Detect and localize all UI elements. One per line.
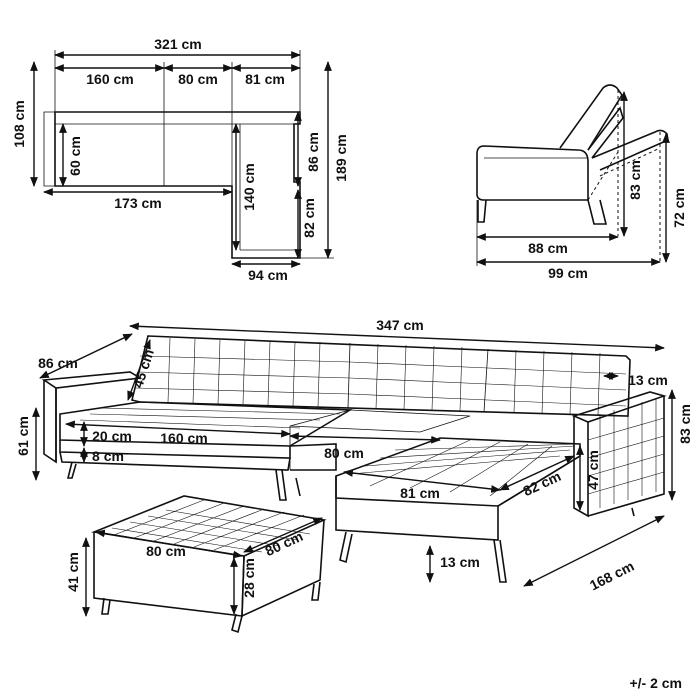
persp-leg-height-label: 8 cm [92,448,124,464]
persp-arm-width-label: 13 cm [628,372,668,388]
top-view: 321 cm 160 cm 80 cm 81 cm 108 cm 60 cm 1… [11,36,349,283]
persp-seat-height-label: 61 cm [15,416,31,456]
side-depth-reclined-label: 99 cm [548,265,588,281]
top-width-label: 321 cm [154,36,201,52]
persp-depth-label: 86 cm [38,355,78,371]
side-height-reclined-label: 72 cm [671,188,687,228]
top-bed-width-label: 173 cm [114,195,161,211]
top-seat-depth-label: 60 cm [67,136,83,176]
tolerance-note: +/- 2 cm [629,675,682,691]
persp-overall-length-label: 168 cm [587,558,637,594]
persp-chaise-leg-label: 13 cm [440,554,480,570]
top-chaise-length-label: 140 cm [241,163,257,210]
backrest-tufting [135,337,627,416]
side-view: 83 cm 72 cm 88 cm 99 cm [476,84,687,281]
top-view-outline [54,111,301,259]
top-chaise-width-label: 94 cm [248,267,288,283]
side-sofa-profile [476,145,589,201]
ottoman-cushion-height-label: 28 cm [241,558,257,598]
top-chaise-total-label: 189 cm [333,134,349,181]
ottoman-depth-label: 80 cm [263,528,306,559]
persp-total-width-label: 347 cm [376,317,423,333]
persp-chaise-width-label: 81 cm [400,485,440,501]
side-height-upright-label: 83 cm [627,160,643,200]
persp-cushion-depth-label: 20 cm [92,428,132,444]
side-depth-upright-label: 88 cm [528,240,568,256]
ottoman: 80 cm 80 cm 41 cm 28 cm [65,495,327,634]
persp-middle-seat-label: 80 cm [324,445,364,461]
top-seg3-label: 81 cm [245,71,285,87]
ottoman-total-height-label: 41 cm [65,552,81,592]
top-depth-label: 108 cm [11,100,27,147]
top-chaise-end-label: 82 cm [301,198,317,238]
perspective-view: 347 cm 86 cm 45 cm 61 cm 20 cm 160 cm 8 … [15,317,693,593]
top-seg1-label: 160 cm [86,71,133,87]
ottoman-width-label: 80 cm [146,543,186,559]
persp-arm-height-label: 47 cm [585,450,601,490]
persp-chaise-depth-label: 82 cm [521,468,564,499]
top-chaise-seat-label: 86 cm [305,132,321,172]
persp-back-height-label: 45 cm [130,347,157,390]
persp-total-height-label: 83 cm [677,404,693,444]
top-seg2-label: 80 cm [178,71,218,87]
persp-sofa-seat-label: 160 cm [160,430,207,446]
